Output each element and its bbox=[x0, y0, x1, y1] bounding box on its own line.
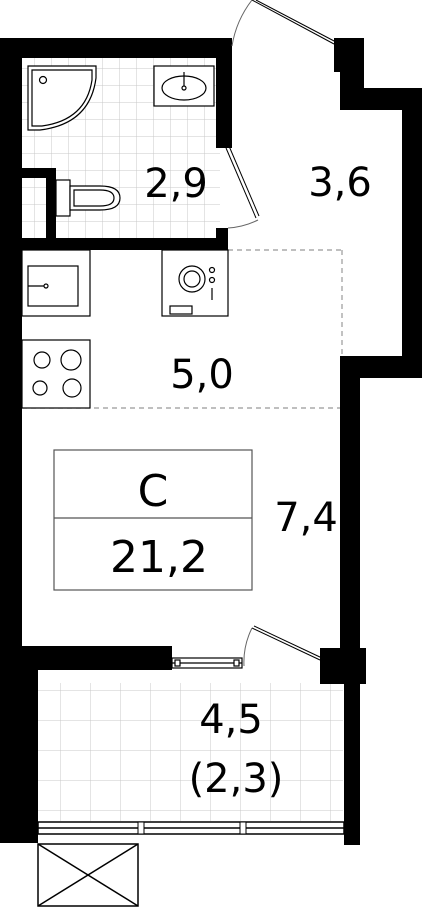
room-type-letter: С bbox=[138, 466, 169, 517]
cooktop-icon bbox=[21, 339, 91, 409]
toilet-icon bbox=[55, 179, 121, 217]
washbasin-icon bbox=[153, 65, 215, 107]
entrance-door[interactable] bbox=[231, 0, 337, 47]
washing-machine-icon bbox=[161, 249, 229, 317]
kitchen-area: 5,0 bbox=[170, 352, 234, 398]
living-area: 7,4 bbox=[274, 495, 338, 541]
zone-lines bbox=[22, 249, 343, 409]
shower-icon bbox=[27, 65, 97, 131]
railing-posts bbox=[137, 821, 247, 835]
balcony-tiles bbox=[38, 683, 343, 821]
bathroom-area: 2,9 bbox=[144, 161, 208, 207]
kitchen-sink-icon bbox=[21, 249, 91, 317]
hallway-area: 3,6 bbox=[308, 160, 372, 206]
balcony-area-reduced: (2,3) bbox=[189, 756, 284, 802]
bathroom-door[interactable] bbox=[225, 145, 260, 229]
balcony-door[interactable] bbox=[243, 625, 323, 667]
walls bbox=[0, 38, 422, 845]
balcony-railing bbox=[37, 821, 345, 907]
bed-icon bbox=[53, 449, 253, 591]
total-area: 21,2 bbox=[110, 532, 208, 583]
balcony-window bbox=[171, 657, 243, 669]
balcony-area: 4,5 bbox=[199, 697, 263, 743]
